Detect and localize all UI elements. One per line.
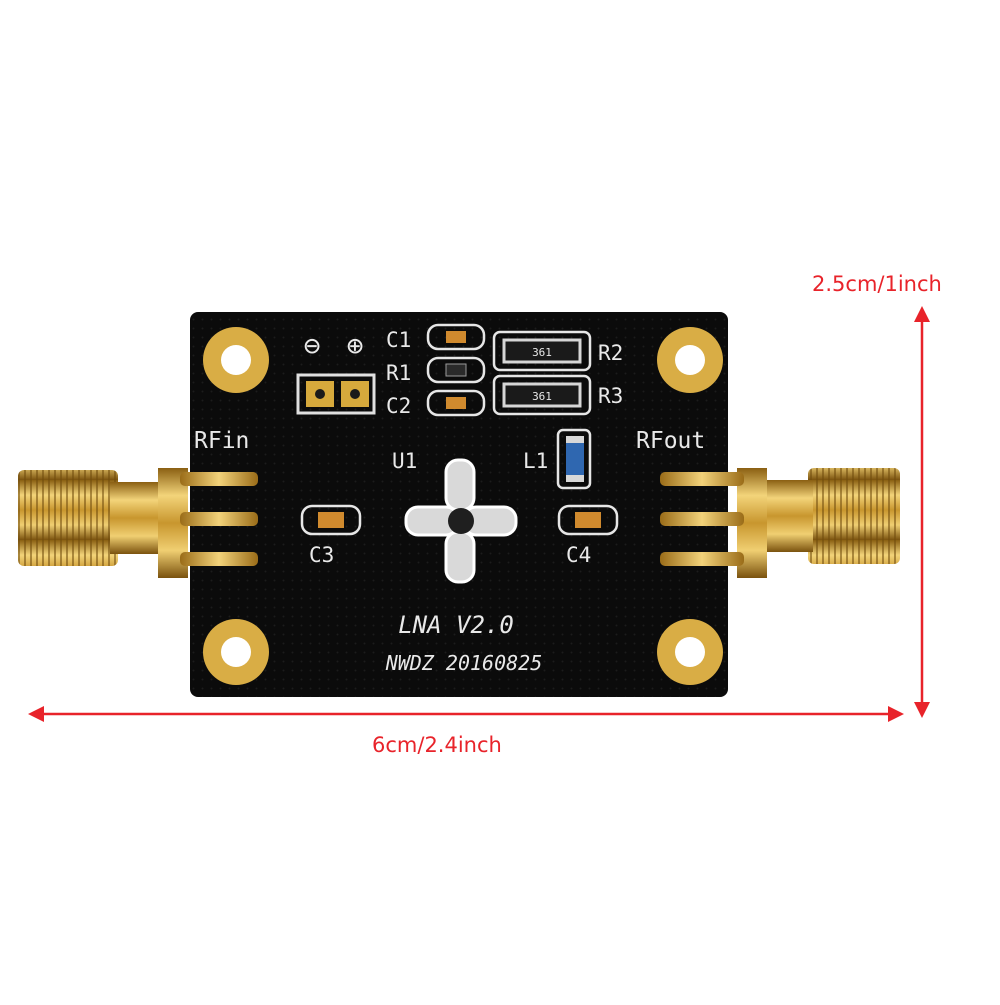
power-header-pads bbox=[296, 373, 376, 415]
board-code: NWDZ 20160825 bbox=[385, 651, 543, 675]
label-u1: U1 bbox=[392, 449, 417, 473]
label-r1: R1 bbox=[386, 361, 411, 385]
label-r2: R2 bbox=[598, 341, 623, 365]
label-l1: L1 bbox=[523, 449, 548, 473]
label-r3: R3 bbox=[598, 384, 623, 408]
label-c4: C4 bbox=[566, 543, 591, 567]
label-rf-out: RFout bbox=[636, 428, 705, 454]
label-c3: C3 bbox=[309, 543, 334, 567]
inductor-l1 bbox=[556, 428, 592, 490]
power-minus-symbol: ⊖ bbox=[304, 329, 321, 362]
label-rf-in: RFin bbox=[194, 428, 249, 454]
mounting-holes bbox=[203, 327, 723, 685]
dimension-height-label: 2.5cm/1inch bbox=[812, 272, 942, 296]
resistor-code-r3: 361 bbox=[532, 390, 552, 403]
board-title: LNA V2.0 bbox=[398, 611, 514, 639]
resistors-r2-r3: 361 361 bbox=[492, 330, 592, 416]
power-plus-symbol: ⊕ bbox=[347, 329, 364, 362]
sma-connector-output bbox=[660, 468, 900, 578]
amplifier-chip-u1 bbox=[404, 458, 518, 584]
resistor-code-r2: 361 bbox=[532, 346, 552, 359]
sma-connector-input bbox=[18, 468, 258, 578]
smd-parts-c1-r1-c2 bbox=[426, 323, 486, 417]
label-c2: C2 bbox=[386, 394, 411, 418]
label-c1: C1 bbox=[386, 328, 411, 352]
dimension-arrows bbox=[28, 306, 930, 722]
capacitors-c3-c4 bbox=[300, 504, 619, 536]
dimension-width-label: 6cm/2.4inch bbox=[372, 733, 502, 757]
silkscreen-labels: ⊖ ⊕ C1 R1 C2 R2 R3 RFin RFout U1 L1 C3 C… bbox=[194, 328, 705, 675]
